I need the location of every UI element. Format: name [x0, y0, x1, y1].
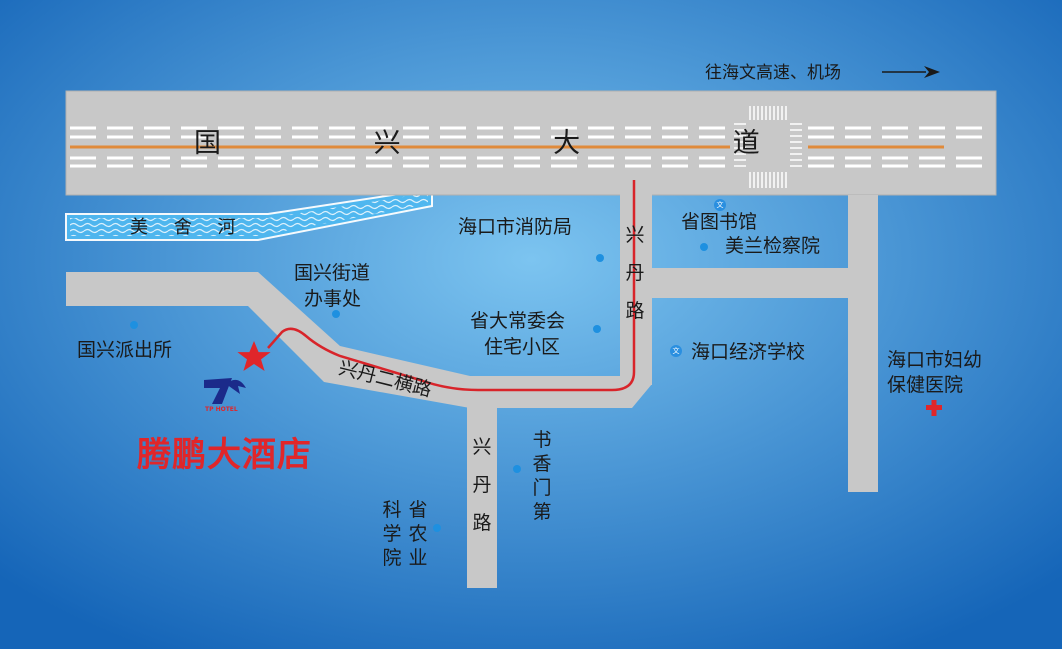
direction-label: 往海文高速、机场 — [705, 63, 841, 83]
xingdan-road-south — [467, 400, 497, 588]
hotel-logo-text: TP HOTEL — [205, 406, 238, 413]
npc-residence-label-line1: 省大常委会 — [470, 310, 566, 332]
library-label: 省图书馆 — [681, 211, 758, 233]
agri-academy-marker — [433, 524, 441, 532]
econ-school-icon: 文 — [670, 345, 682, 357]
subdistrict-label-line2: 办事处 — [304, 288, 362, 310]
hotel-logo-icon — [204, 378, 246, 404]
east-vertical-road — [848, 195, 878, 492]
star-icon — [237, 341, 271, 371]
procuratorate-marker — [700, 243, 708, 251]
npc-residence-marker — [593, 325, 601, 333]
xingdan-2nd-cross-road — [66, 272, 652, 408]
subdistrict-marker — [332, 310, 340, 318]
hospital-label-line2: 保健医院 — [887, 374, 964, 396]
library-school-icon: 文 — [714, 199, 726, 211]
meishe-river-waves — [70, 193, 428, 236]
road-network — [65, 90, 997, 588]
meishe-river-label: 美 舍 河 — [130, 217, 246, 238]
xingdan-road-north-label: 兴丹路 — [625, 224, 645, 322]
red-cross-icon — [926, 400, 942, 416]
subdistrict-label-line1: 国兴街道 — [294, 262, 371, 284]
xingdan-road-south-label: 兴丹路 — [472, 436, 492, 534]
agri-academy-label-col1: 科学院 — [382, 499, 402, 569]
police-label: 国兴派出所 — [77, 339, 173, 361]
route-to-hotel — [267, 180, 636, 392]
econ-school-label: 海口经济学校 — [691, 341, 806, 363]
procuratorate-label: 美兰检察院 — [725, 235, 821, 257]
lane-markings — [70, 126, 990, 168]
police-marker — [130, 321, 138, 329]
shuxiang-marker — [513, 465, 521, 473]
hotel-name: 腾鹏大酒店 — [137, 435, 312, 475]
fire-bureau-marker — [596, 254, 604, 262]
guoxing-avenue-label: 国 兴 大 道 — [194, 128, 832, 159]
npc-residence-label-line2: 住宅小区 — [484, 336, 561, 358]
east-branch-road — [652, 268, 848, 298]
agri-academy-label-col2: 省农业 — [408, 499, 428, 569]
hospital-label-line1: 海口市妇幼 — [887, 349, 983, 371]
shuxiang-label: 书香门第 — [532, 429, 552, 523]
guoxing-avenue — [65, 90, 997, 196]
crosswalk-stripes — [734, 106, 802, 188]
fire-bureau-label: 海口市消防局 — [458, 216, 573, 238]
xingdan-road-north — [620, 190, 652, 385]
direction-arrow-icon — [882, 66, 940, 78]
